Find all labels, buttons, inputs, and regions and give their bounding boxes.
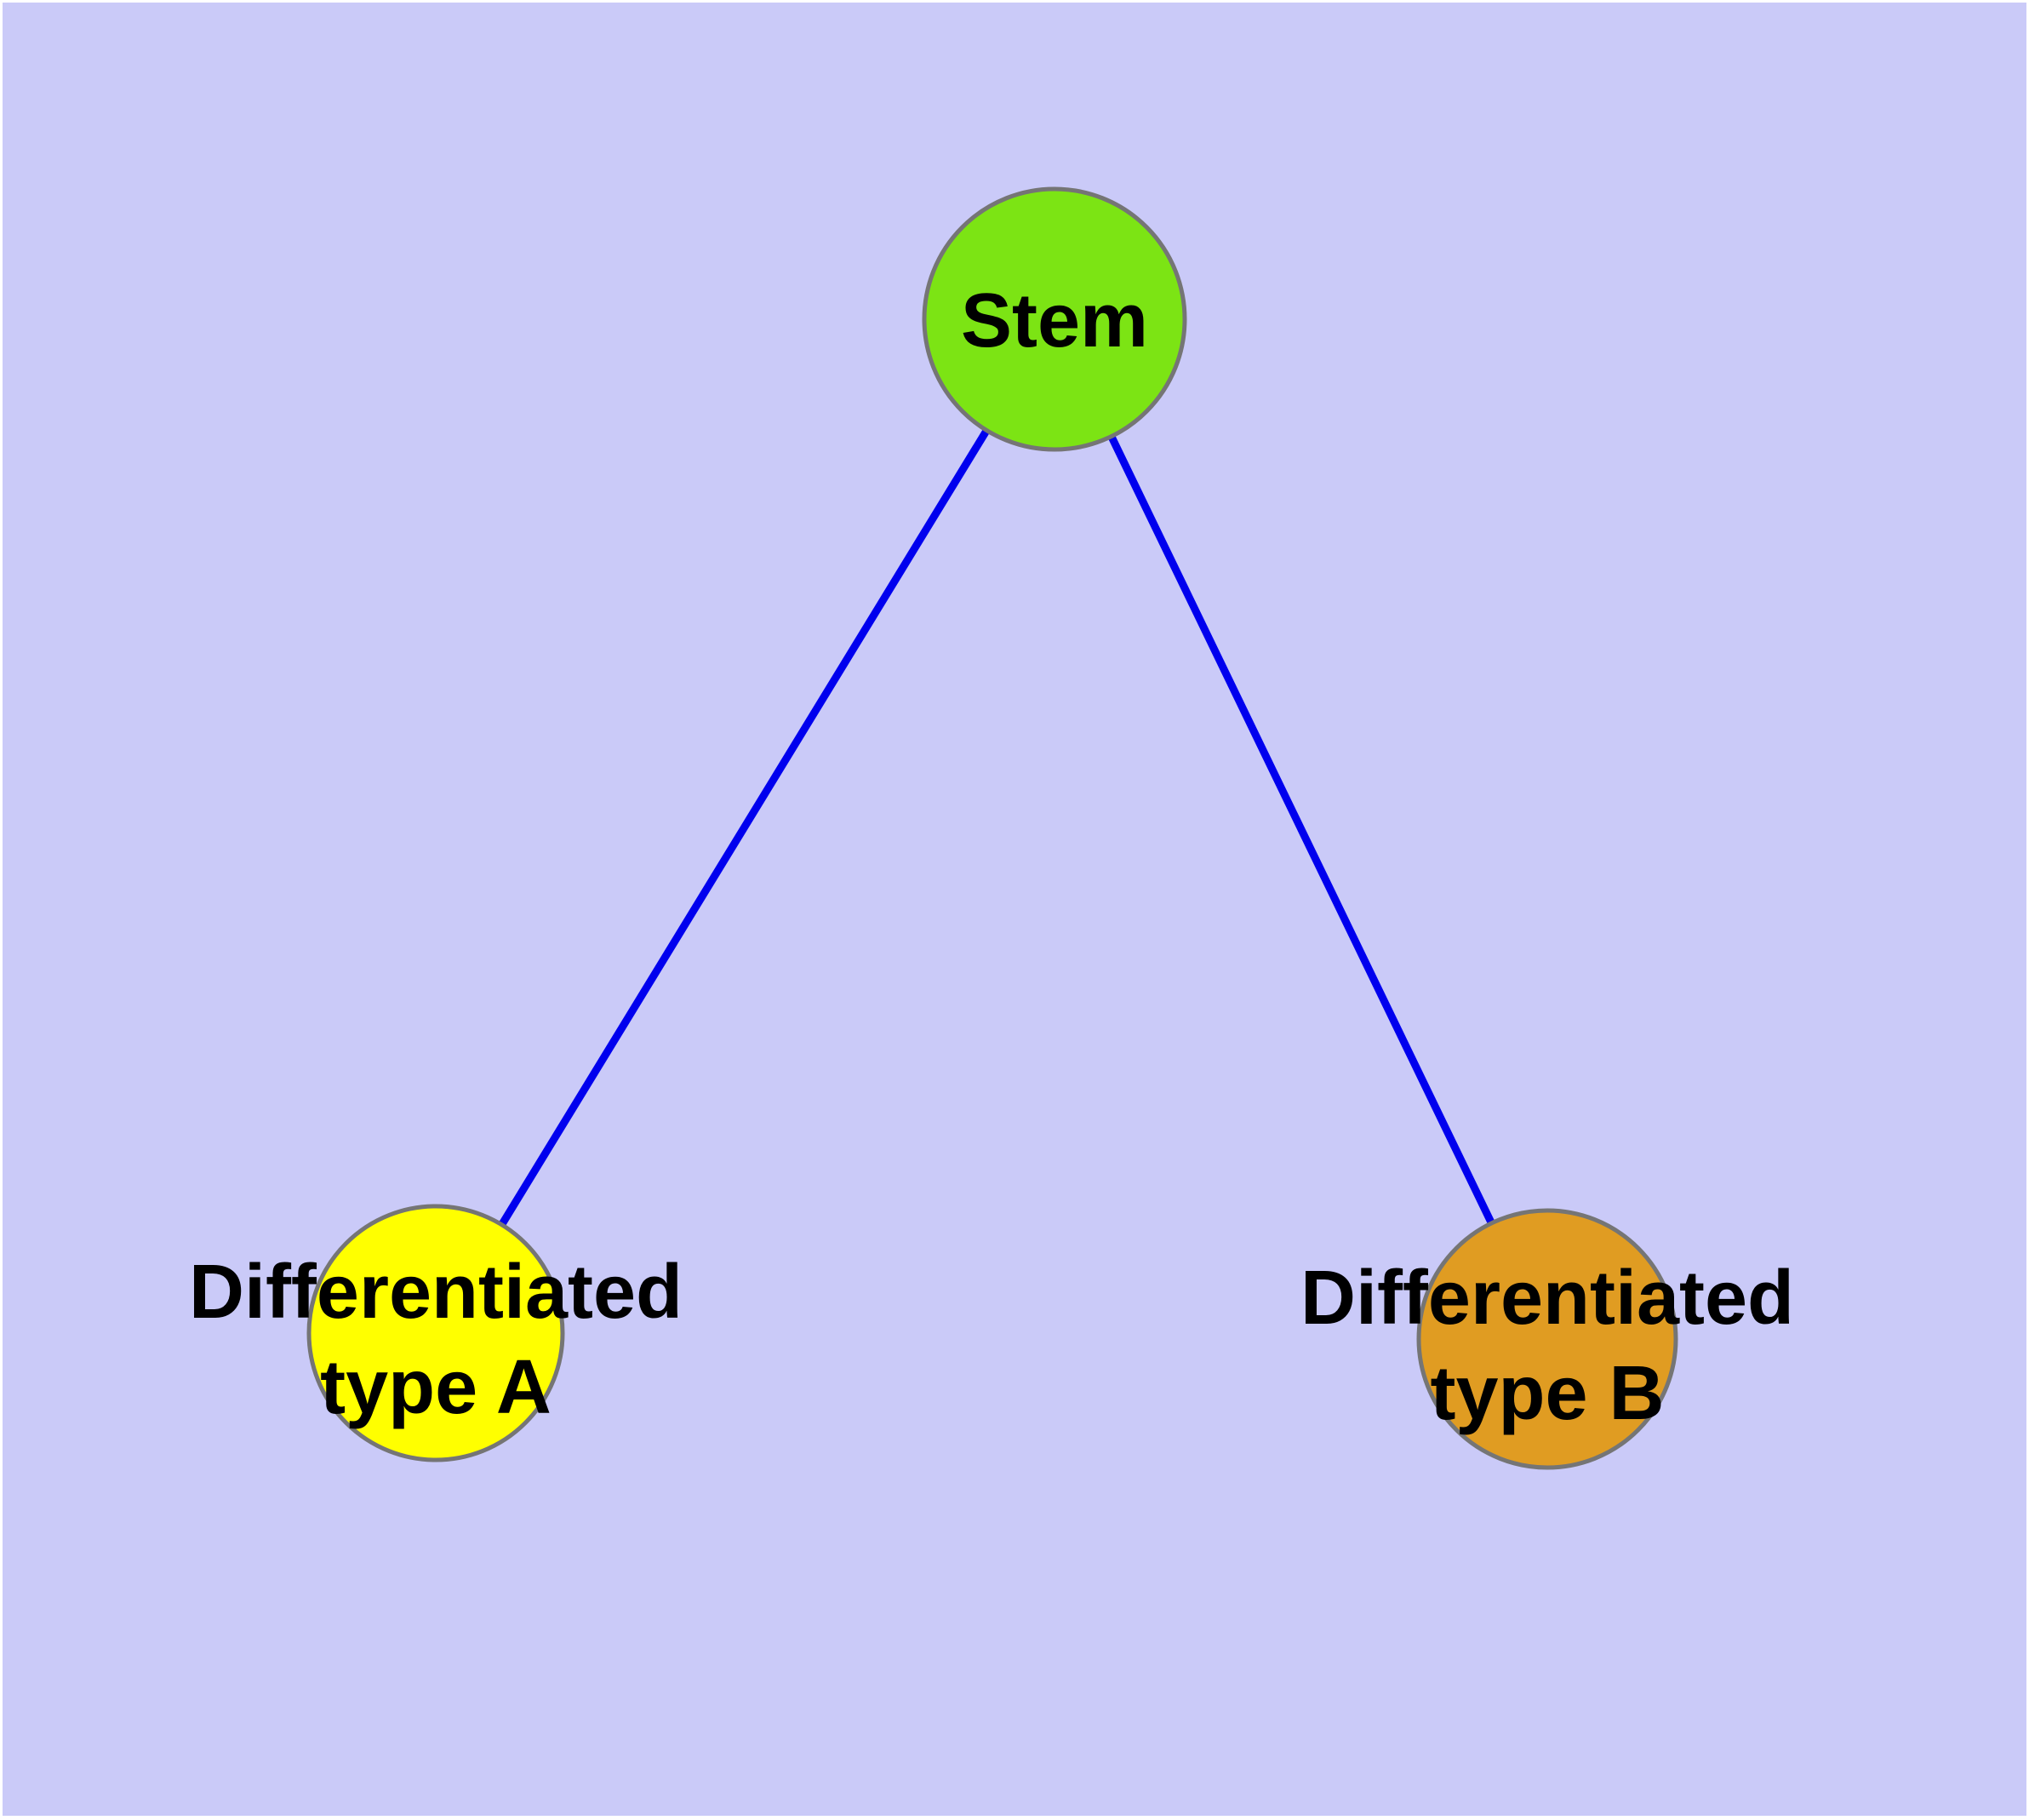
node-differentiated-type-a-circle [306, 1204, 565, 1462]
node-differentiated-type-a-label-line1: Differentiated [189, 1250, 683, 1335]
edge-stem-to-type-b [1107, 435, 1496, 1226]
node-stem-label: Stem [961, 278, 1148, 363]
node-stem-circle [922, 186, 1187, 452]
edge-stem-to-type-a [499, 428, 990, 1227]
node-differentiated-type-a-label-line2: type A [320, 1345, 552, 1430]
node-differentiated-type-b-label-line1: Differentiated [1300, 1256, 1794, 1341]
node-differentiated-type-b-circle [1416, 1208, 1678, 1470]
node-differentiated-type-b-label-line2: type B [1430, 1351, 1664, 1436]
